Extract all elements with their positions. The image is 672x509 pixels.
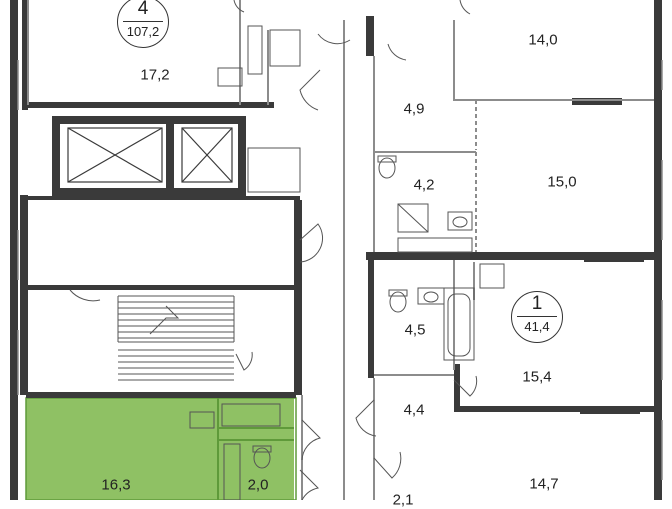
door-icon: [69, 0, 478, 500]
apartment-number: 1: [531, 293, 543, 314]
room-area: 4,2: [413, 176, 435, 194]
apartment-total-area: 107,2: [126, 24, 160, 39]
room-area: 2,1: [392, 491, 414, 509]
bathroom-fixtures: [189, 25, 505, 500]
room-area: 15,0: [547, 173, 577, 191]
toilet-icon: [252, 155, 408, 469]
room-area: 16,3: [101, 476, 131, 494]
structural-walls: [10, 0, 662, 500]
room-area: 4,9: [403, 100, 425, 118]
apartment-badge-1: 1 41,4: [511, 291, 563, 343]
room-area: 4,4: [403, 401, 425, 419]
stair-icon: [117, 295, 235, 381]
room-area: 17,2: [140, 66, 170, 84]
room-area: 15,4: [522, 368, 552, 386]
window-icon: [17, 60, 663, 480]
elevator-icon: [67, 127, 233, 183]
room-area: 14,7: [529, 475, 559, 493]
shower-icon: [397, 203, 429, 233]
apartment-number: 4: [137, 0, 149, 19]
apartment-badge-4: 4 107,2: [117, 0, 169, 48]
bathtub-icon: [443, 287, 475, 361]
partitions: [27, 0, 654, 500]
room-area: 2,0: [247, 476, 269, 494]
highlighted-apartment[interactable]: [25, 397, 297, 500]
room-area: 4,5: [404, 321, 426, 339]
apartment-total-area: 41,4: [524, 319, 550, 334]
room-area: 14,0: [528, 31, 558, 49]
